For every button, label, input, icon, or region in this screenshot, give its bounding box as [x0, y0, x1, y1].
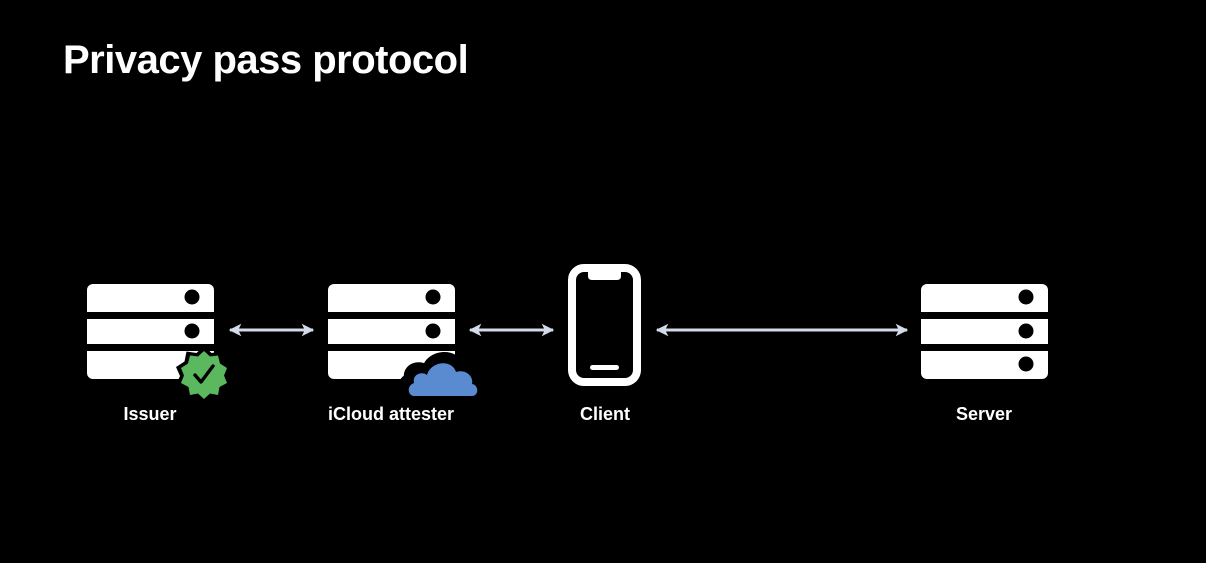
attester-label: iCloud attester	[327, 404, 455, 424]
phone-icon	[568, 264, 641, 386]
verified-badge-icon	[176, 346, 232, 405]
server-label: Server	[955, 404, 1013, 424]
client-label: Client	[579, 404, 631, 424]
issuer-label: Issuer	[123, 404, 177, 424]
server-server-icon	[921, 284, 1048, 379]
slide-title: Privacy pass protocol	[63, 38, 469, 82]
cloud-icon	[397, 352, 489, 401]
